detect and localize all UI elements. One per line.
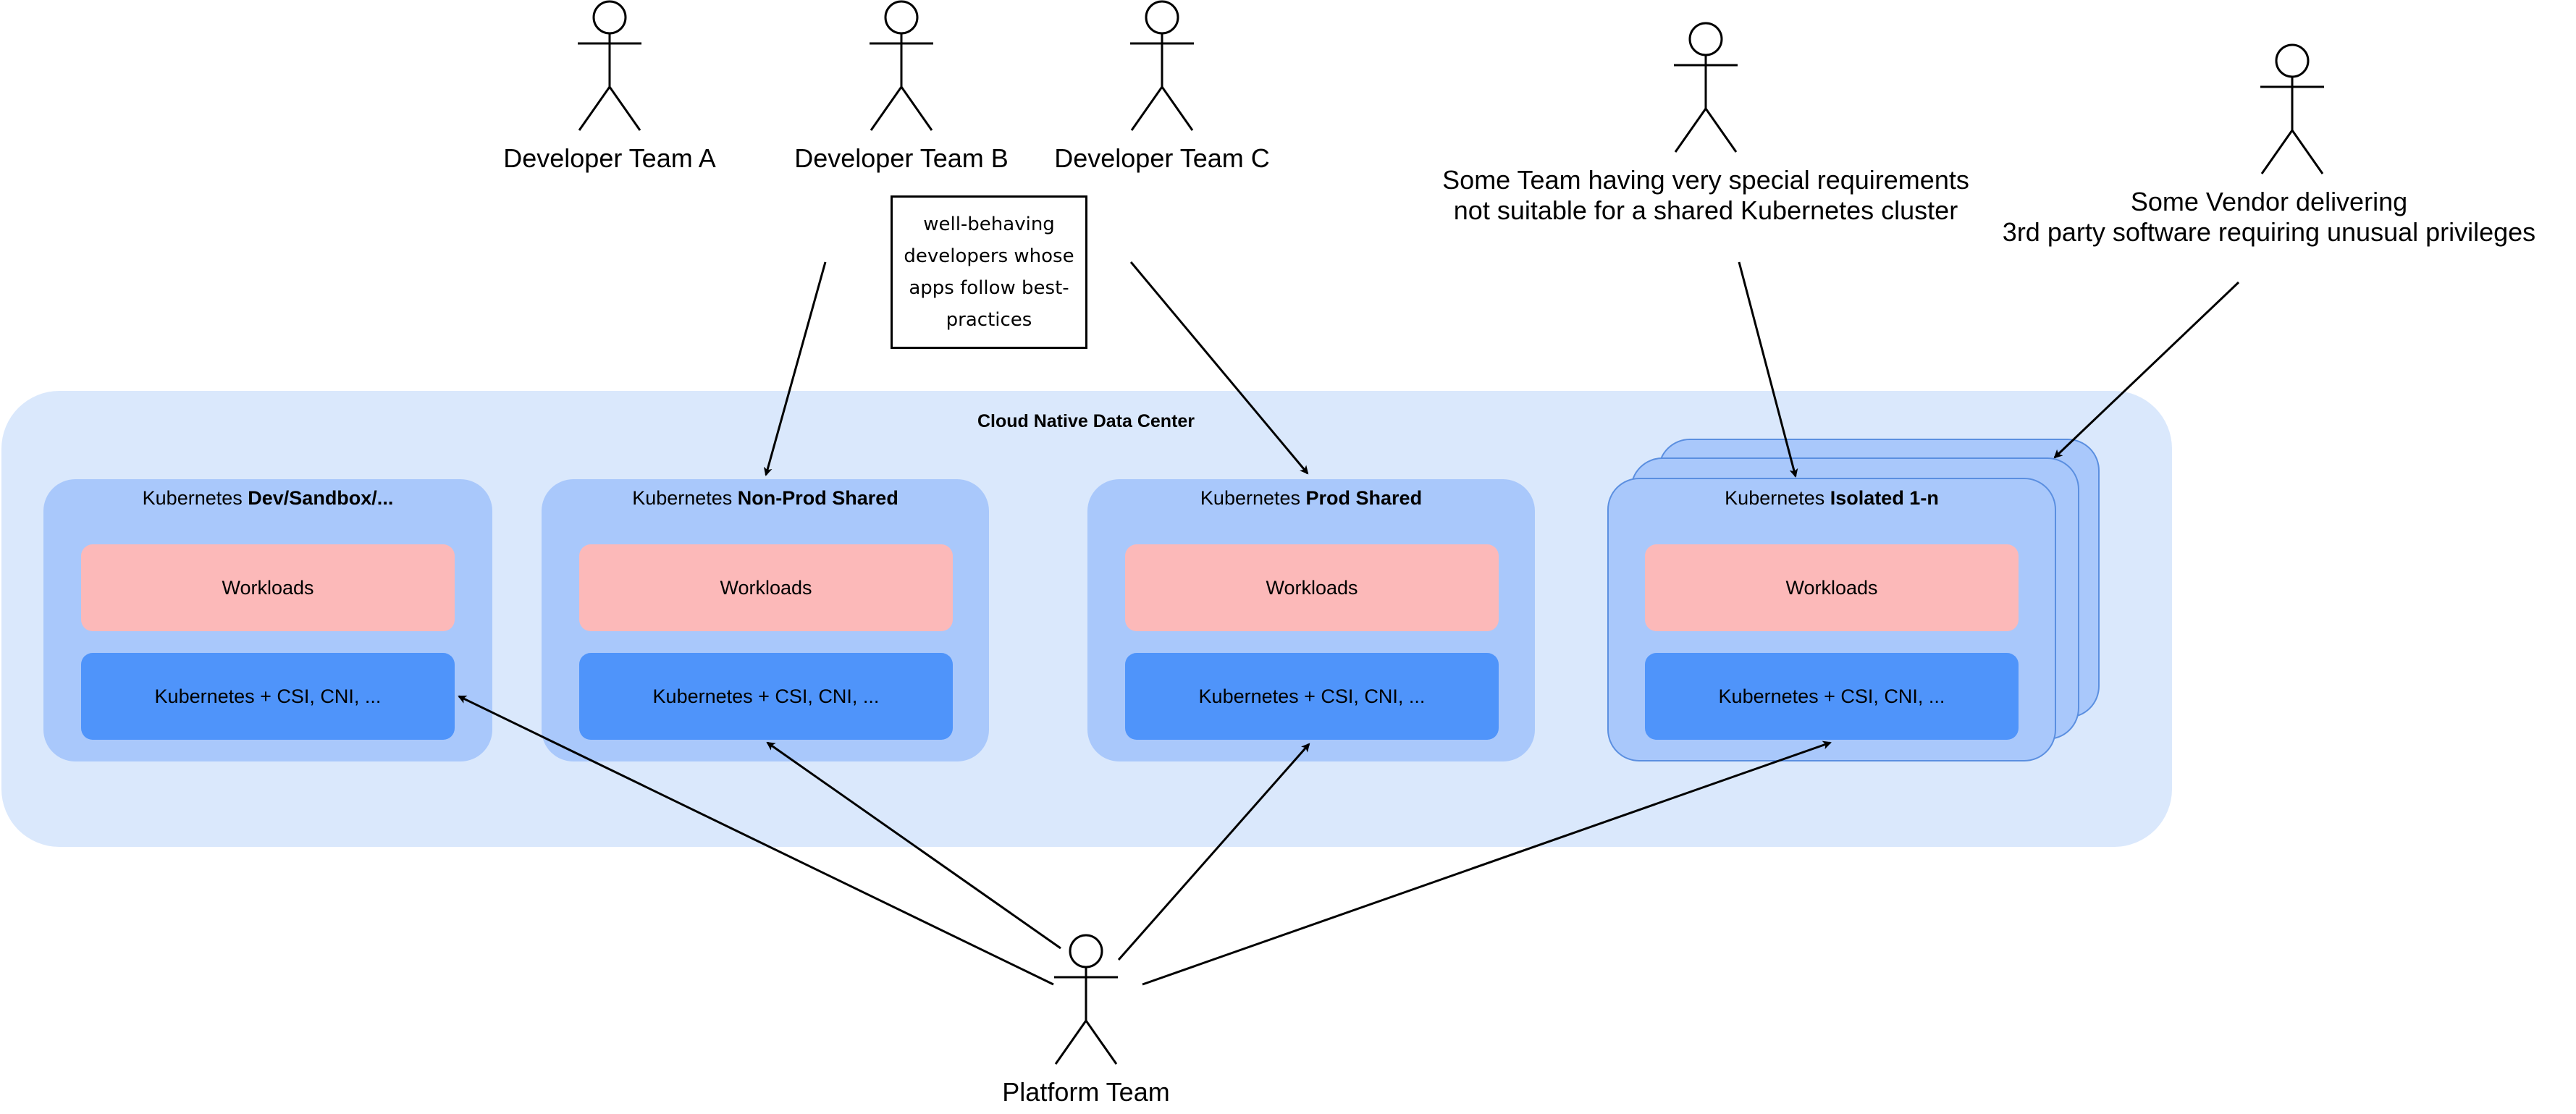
actor-label-line: Some Team having very special requiremen… [1442,165,1969,195]
data-center-title: Cloud Native Data Center [977,411,1195,431]
note-line: practices [946,309,1032,331]
cluster-prod-shared-title: Kubernetes Prod Shared [1087,486,1535,510]
actor-figure-vendor [2260,43,2324,174]
arrow-platform-to-isolated [1142,740,1832,986]
actor-label-line: 3rd party software requiring unusual pri… [2002,217,2536,247]
cluster-title-prefix: Kubernetes [142,487,248,509]
arrow-special-team-to-isolated [1738,261,1798,478]
actor-label-dev-team-c: Developer Team C [1054,143,1270,173]
cluster-title-prefix: Kubernetes [1725,487,1830,509]
actor-figure-dev-team-c [1130,0,1194,131]
actor-label-platform-team: Platform Team [1002,1077,1170,1107]
kubernetes-platform-box: Kubernetes + CSI, CNI, ... [81,653,455,740]
cluster-title-prefix: Kubernetes [1200,487,1306,509]
note-line: well-behaving [923,214,1055,235]
note-line: developers whose [904,245,1074,267]
actor-label-vendor: Some Vendor delivering 3rd party softwar… [1966,187,2572,248]
arrow-dev-team-b-to-non-prod [763,261,827,476]
cluster-title-name: Isolated 1-n [1830,487,1939,509]
workloads-box: Workloads [579,544,953,631]
cluster-title-name: Dev/Sandbox/... [248,487,394,509]
workloads-box: Workloads [1125,544,1499,631]
cluster-non-prod-shared-title: Kubernetes Non-Prod Shared [542,486,989,510]
arrow-dev-team-c-to-prod [1129,261,1309,475]
actor-label-line: Some Vendor delivering [2130,187,2408,216]
workloads-box: Workloads [81,544,455,631]
arrow-platform-to-dev-sandbox [458,695,1054,986]
arrow-platform-to-non-prod [766,741,1061,950]
actor-label-special-team: Some Team having very special requiremen… [1380,165,2032,226]
workloads-box: Workloads [1645,544,2019,631]
kubernetes-platform-box: Kubernetes + CSI, CNI, ... [1125,653,1499,740]
actor-figure-dev-team-b [870,0,933,131]
arrow-vendor-to-isolated [2053,281,2240,459]
cluster-title-name: Non-Prod Shared [737,487,898,509]
note-well-behaving-developers: well-behaving developers whose apps foll… [891,195,1087,349]
actor-label-dev-team-b: Developer Team B [794,143,1009,173]
note-line: apps follow best- [909,277,1069,299]
cluster-isolated-title: Kubernetes Isolated 1-n [1607,486,2056,510]
actor-label-dev-team-a: Developer Team A [503,143,716,173]
actor-label-line: not suitable for a shared Kubernetes clu… [1453,195,1958,225]
kubernetes-platform-box: Kubernetes + CSI, CNI, ... [1645,653,2019,740]
cluster-title-prefix: Kubernetes [632,487,738,509]
cluster-dev-sandbox-title: Kubernetes Dev/Sandbox/... [43,486,492,510]
actor-figure-platform-team [1054,934,1118,1065]
kubernetes-platform-box: Kubernetes + CSI, CNI, ... [579,653,953,740]
cluster-title-name: Prod Shared [1305,487,1423,509]
arrow-platform-to-prod [1117,743,1310,961]
actor-figure-dev-team-a [578,0,641,131]
actor-figure-special-team [1674,22,1738,153]
